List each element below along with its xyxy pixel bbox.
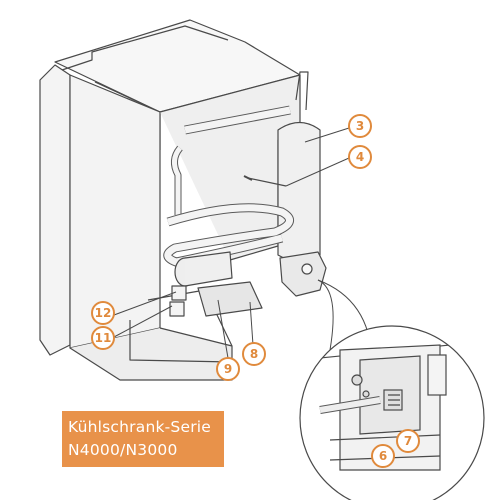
caption-line-1: Kühlschrank-Serie [68, 418, 212, 436]
callout-11: 11 [91, 326, 115, 350]
zoom-detail [299, 325, 485, 500]
callout-9-label: 9 [224, 362, 232, 376]
callout-4: 4 [348, 145, 372, 169]
callout-3-label: 3 [356, 119, 364, 133]
callout-8-label: 8 [250, 347, 258, 361]
callout-8: 8 [242, 342, 266, 366]
callout-6-label: 6 [379, 449, 387, 463]
callout-6: 6 [371, 444, 395, 468]
caption-line-2: N4000/N3000 [68, 441, 178, 459]
series-caption: Kühlschrank-Serie N4000/N3000 [62, 411, 224, 467]
switch-11 [169, 301, 185, 317]
control-block [197, 281, 263, 317]
cabinet-side [69, 74, 161, 349]
burner-box [279, 251, 327, 297]
callout-9: 9 [216, 357, 240, 381]
callout-12: 12 [91, 301, 115, 325]
callout-3: 3 [348, 114, 372, 138]
fridge-body [39, 19, 327, 381]
callout-4-label: 4 [356, 150, 364, 164]
callout-12-label: 12 [95, 306, 112, 320]
callout-7-label: 7 [404, 434, 412, 448]
door-panel [39, 64, 71, 356]
probe-4 [247, 177, 287, 187]
callout-7: 7 [396, 429, 420, 453]
absorber-tank [277, 121, 321, 263]
callout-11-label: 11 [95, 331, 112, 345]
